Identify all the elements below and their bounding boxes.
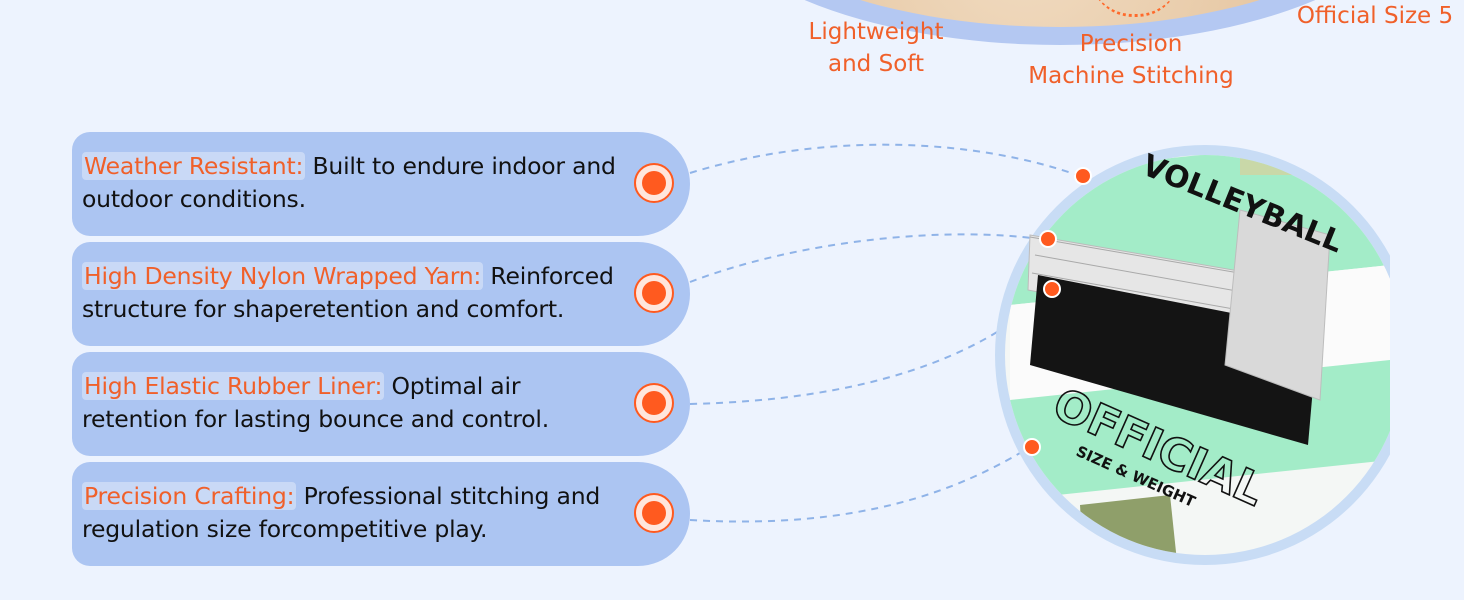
marker-dot-2 [1039,230,1057,248]
feature-nylon-yarn: High Density Nylon Wrapped Yarn: Reinfor… [72,242,690,346]
target-dot-icon [634,163,674,203]
connector-line-2 [689,233,1047,283]
feature-label: High Density Nylon Wrapped Yarn: [82,262,484,290]
stitch-highlight-ring [1090,0,1180,17]
marker-dot-1 [1074,167,1092,185]
feature-text: Professional stitching and regulation si… [82,482,601,543]
yarn-texture-strip [1224,209,1331,401]
connector-line-1 [689,143,1081,177]
feature-label: Weather Resistant: [82,152,306,180]
connector-line-4 [689,446,1031,523]
feature-text: Reinforced structure for shaperetention … [82,262,614,323]
marker-dot-3 [1043,280,1061,298]
feature-text: Optimal air retention for lasting bounce… [82,372,549,433]
connector-line-3 [689,289,1053,405]
feature-description: Weather Resistant: Built to endure indoo… [82,150,620,216]
callout-lightweight: Lightweight and Soft [808,19,944,77]
callout-precision-stitching: Precision Machine Stitching [1028,31,1234,89]
target-dot-icon [634,383,674,423]
feature-rubber-liner: High Elastic Rubber Liner: Optimal air r… [72,352,690,456]
feature-description: Precision Crafting: Professional stitchi… [82,480,620,546]
feature-label: Precision Crafting: [82,482,297,510]
feature-weather-resistant: Weather Resistant: Built to endure indoo… [72,132,690,236]
target-dot-icon [634,493,674,533]
target-dot-icon [634,273,674,313]
callout-official-size: Official Size 5 [1296,3,1454,29]
feature-description: High Elastic Rubber Liner: Optimal air r… [82,370,620,436]
feature-label: High Elastic Rubber Liner: [82,372,385,400]
volleyball-cutaway-image: VOLLEYBALL OFFICIAL SIZE & WEIGHT [995,145,1390,565]
feature-text: Built to endure indoor and outdoor condi… [82,152,616,213]
feature-description: High Density Nylon Wrapped Yarn: Reinfor… [82,260,620,326]
marker-dot-4 [1023,438,1041,456]
feature-precision-crafting: Precision Crafting: Professional stitchi… [72,462,690,566]
